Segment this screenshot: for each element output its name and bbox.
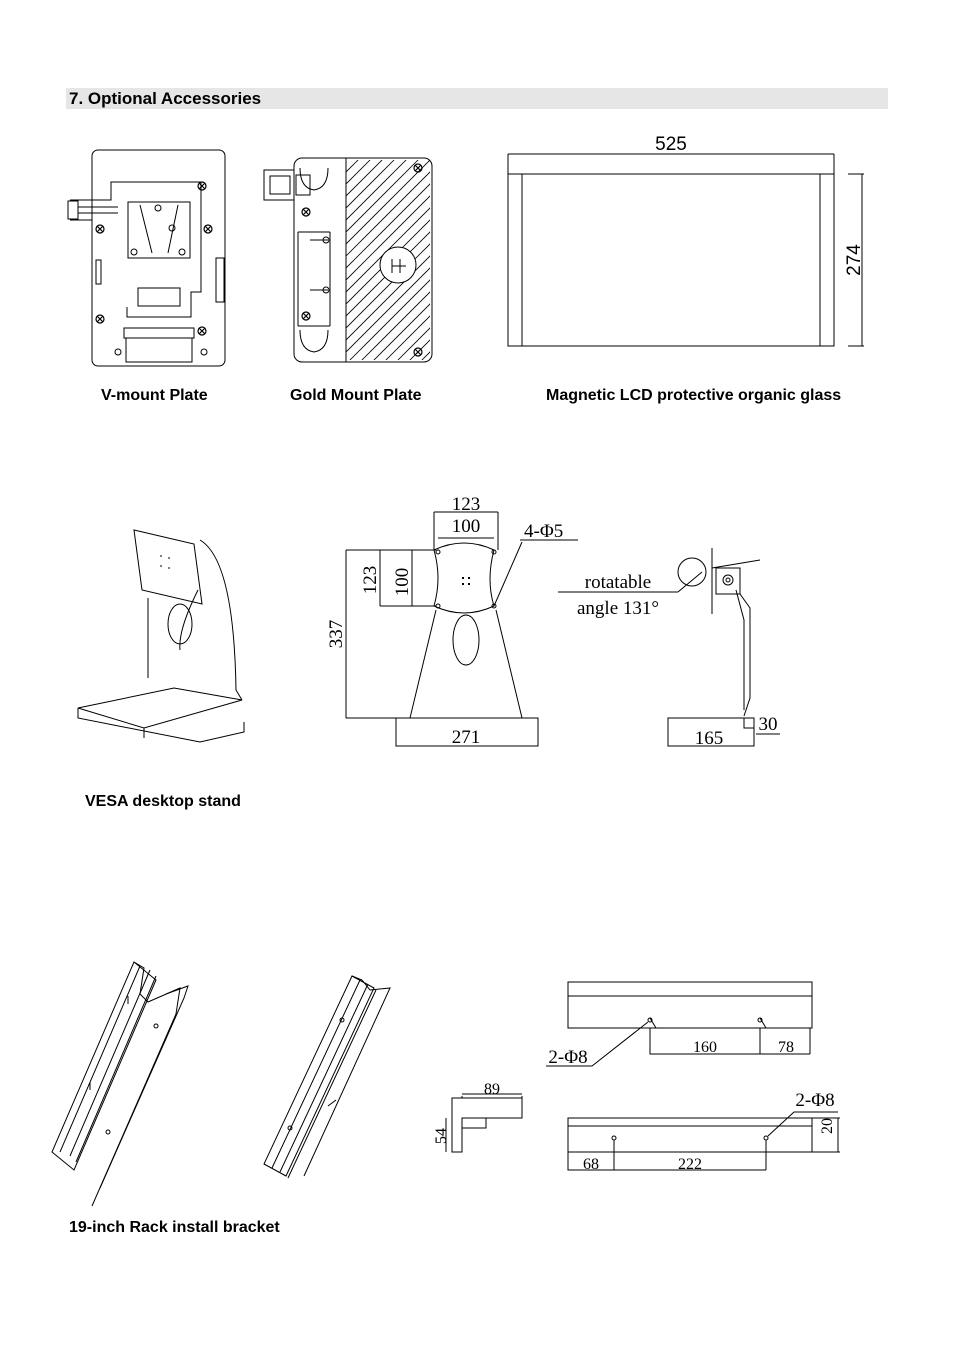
vesa-stand-front-drawing: 123 100 4-Φ5 123 100 337 271 bbox=[326, 494, 578, 748]
rack-spacing2-label: 222 bbox=[678, 1156, 702, 1173]
stand-rotation-label-1: rotatable bbox=[585, 572, 651, 593]
glass-caption: Magnetic LCD protective organic glass bbox=[546, 387, 842, 404]
rack-front-view-drawing: 2-Φ8 68 222 20 bbox=[567, 1090, 840, 1173]
gold-mount-caption: Gold Mount Plate bbox=[290, 387, 422, 404]
rack-depth-label: 20 bbox=[819, 1118, 836, 1134]
stand-thickness-label: 30 bbox=[759, 714, 778, 735]
rack-top-holes-label: 2-Φ8 bbox=[548, 1047, 587, 1068]
stand-depth-label: 165 bbox=[695, 728, 724, 749]
rack-offset-label: 68 bbox=[583, 1156, 599, 1173]
rack-width-label: 89 bbox=[484, 1081, 500, 1098]
stand-inner-width-label: 100 bbox=[452, 516, 481, 537]
stand-rotation-label-2: angle 131° bbox=[577, 598, 659, 619]
rack-profile-drawing: 89 54 bbox=[433, 1081, 523, 1153]
stand-holes-label: 4-Φ5 bbox=[524, 521, 563, 542]
rack-height-label: 54 bbox=[433, 1128, 450, 1144]
vesa-caption: VESA desktop stand bbox=[85, 793, 241, 810]
gold-mount-plate-drawing bbox=[263, 157, 433, 363]
stand-height-label: 337 bbox=[326, 620, 347, 649]
stand-outer-width-label: 123 bbox=[452, 494, 481, 515]
rack-bracket-iso-right bbox=[263, 975, 391, 1179]
rack-caption: 19-inch Rack install bracket bbox=[69, 1219, 280, 1236]
rack-bracket-iso-left bbox=[51, 961, 189, 1207]
rack-front-holes-label: 2-Φ8 bbox=[795, 1090, 834, 1111]
section-title: 7. Optional Accessories bbox=[69, 89, 262, 108]
stand-inner-height-label: 100 bbox=[392, 568, 413, 597]
stand-base-label: 271 bbox=[452, 727, 481, 748]
glass-height-label: 274 bbox=[844, 244, 865, 276]
vmount-caption: V-mount Plate bbox=[101, 387, 208, 404]
glass-width-label: 525 bbox=[655, 134, 687, 155]
rack-hole-spacing-label: 160 bbox=[693, 1039, 717, 1056]
rack-top-view-drawing: 2-Φ8 160 78 bbox=[546, 981, 813, 1068]
vmount-plate-drawing bbox=[67, 149, 226, 367]
rack-edge-label: 78 bbox=[778, 1039, 794, 1056]
vesa-stand-side-drawing: rotatable angle 131° 165 30 bbox=[558, 548, 780, 749]
vesa-stand-iso-drawing bbox=[77, 529, 245, 743]
stand-outer-height-label: 123 bbox=[360, 566, 381, 595]
section-header-bar bbox=[66, 88, 888, 109]
protective-glass-drawing: 525 274 bbox=[507, 134, 865, 347]
